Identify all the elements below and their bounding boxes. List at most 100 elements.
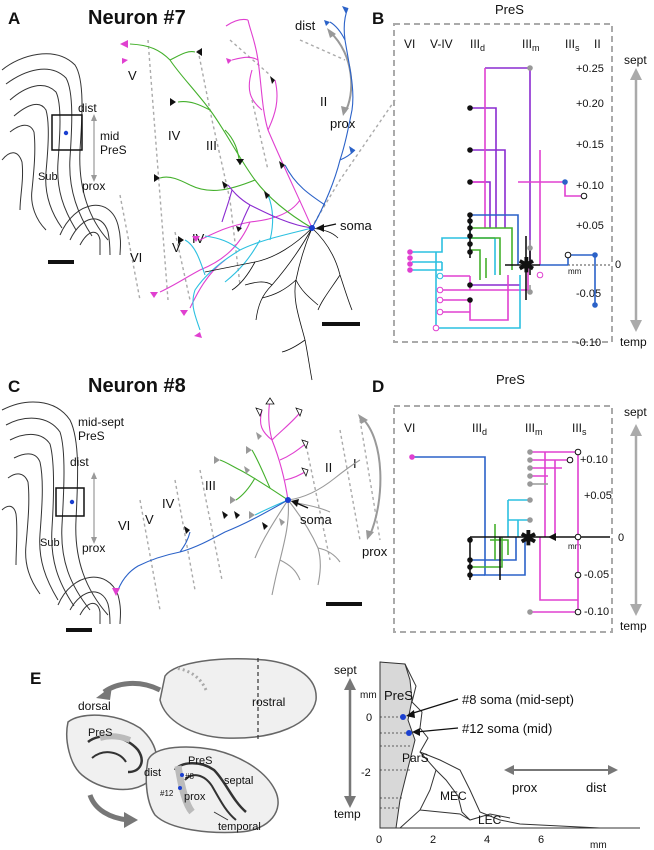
- neuron-8-blue-axon: [117, 499, 289, 591]
- panel-e-direction-prox: prox: [512, 780, 538, 795]
- panel-c-region-prox: prox: [82, 541, 105, 555]
- panel-a-direction-dist: dist: [295, 18, 316, 33]
- panel-d-tick-p010: +0.10: [580, 454, 608, 466]
- panel-b-label: B: [372, 9, 384, 28]
- panel-b-axis-temp: temp: [620, 335, 647, 349]
- panel-e-axis-temp: temp: [334, 807, 361, 821]
- panel-d-tick-0: 0: [618, 532, 624, 544]
- panel-a-layer-v-bottom: V: [172, 240, 181, 255]
- panel-c-soma-dot: [69, 499, 75, 505]
- panel-c-region-pres: PreS: [78, 429, 105, 443]
- panel-d: D PreS VI IIId IIIm IIIs +0.10 +0.05 0 m…: [372, 372, 647, 633]
- panel-a-layer-iv-top: IV: [168, 128, 181, 143]
- panel-c-curved-arrow: [361, 417, 382, 536]
- panel-e-section-prox: prox: [184, 791, 206, 803]
- panel-c-layer-vi: VI: [118, 518, 130, 533]
- panel-a-region-mid: mid: [100, 129, 119, 143]
- panel-e-section-n8: #8: [185, 772, 194, 781]
- panel-c-layer-ii: II: [325, 460, 332, 475]
- panel-b-tick-m010: -0.10: [576, 337, 601, 349]
- panel-c-layer-iv: IV: [162, 496, 175, 511]
- panel-e-dorsal-arrow: [102, 681, 162, 695]
- panel-a-region-sub: Sub: [38, 171, 58, 183]
- panel-b-layer-iii-s: IIIs: [565, 37, 580, 53]
- panel-c-hippocampus-sketch: mid-sept PreS dist Sub prox: [1, 401, 125, 632]
- panel-a-layer-vi: VI: [130, 250, 142, 265]
- panel-e-axis-sept: sept: [334, 663, 357, 677]
- panel-e-arrow-12: [415, 727, 459, 733]
- panel-a-layer-ii: II: [320, 94, 327, 109]
- panel-a-region-prox: prox: [82, 179, 105, 193]
- panel-e-region-pars: ParS: [402, 751, 429, 765]
- panel-d-tick-m010: -0.10: [584, 606, 609, 618]
- panel-d-unit: mm: [568, 542, 582, 551]
- panel-e-section-arrow: [87, 794, 129, 823]
- panel-c-direction-prox: prox: [362, 544, 388, 559]
- panel-e-ytick-m2: -2: [361, 767, 371, 779]
- panel-e-section-dot-12: [178, 786, 182, 790]
- panel-a-region-pres: PreS: [100, 143, 127, 157]
- panel-c-layer-iii: III: [205, 478, 216, 493]
- panel-c-label: C: [8, 377, 20, 396]
- panel-e-xtick-0: 0: [376, 834, 382, 846]
- panel-e-section-n12: #12: [160, 789, 174, 798]
- panel-e-xtick-6: 6: [538, 834, 544, 846]
- panel-e-mec-boundary: [419, 751, 601, 829]
- panel-b-layer-ii: II: [594, 37, 601, 51]
- neuron-7-reconstruction: [129, 7, 356, 381]
- panel-b-layer-iii-m: IIIm: [522, 37, 540, 53]
- neuron-7-magenta-axon: [159, 18, 313, 309]
- panel-d-header: PreS: [496, 372, 525, 387]
- panel-b-tick-p020: +0.20: [576, 98, 604, 110]
- panel-c-region-sub: Sub: [40, 537, 60, 549]
- panel-d-frame: [393, 405, 613, 633]
- panel-e-region-mec: MEC: [440, 789, 467, 803]
- panel-b-tick-p015: +0.15: [576, 139, 604, 151]
- panel-e-brain-dorsal: dorsal: [78, 699, 111, 713]
- panel-d-dendrogram: [412, 451, 610, 613]
- neuron-7-green-axon: [129, 43, 313, 229]
- panel-d-axon-origin-arrow: [548, 533, 556, 541]
- panel-e-brain-hippocampus: [175, 666, 208, 691]
- panel-c-title: Neuron #8: [88, 375, 186, 397]
- neuron-8-dendrites: [254, 459, 361, 596]
- panel-e-direction-dist: dist: [586, 780, 607, 795]
- panel-d-label: D: [372, 377, 384, 396]
- panel-a-soma-dot: [63, 130, 69, 136]
- panel-b-tick-p010: +0.10: [576, 180, 604, 192]
- neuron-8-magenta-axon: [259, 399, 309, 501]
- panel-b-tick-m005: -0.05: [576, 288, 601, 300]
- panel-c-region-dist: dist: [70, 455, 89, 469]
- panel-e-xtick-2: 2: [430, 834, 436, 846]
- panel-e-section-dist: dist: [144, 767, 161, 779]
- panel-e: E rostral dorsal PreS dist PreS #8 #12 p…: [30, 658, 640, 850]
- panel-d-layer-iii-s: IIIs: [572, 421, 587, 437]
- panel-b-terminals: [407, 65, 598, 332]
- panel-e-brain-rostral: rostral: [252, 695, 285, 709]
- panel-a-curved-arrow: [329, 31, 353, 113]
- panel-e-soma-12: [406, 730, 412, 736]
- panel-e-section-septal: septal: [224, 775, 253, 787]
- panel-b-tick-p005: +0.05: [576, 220, 604, 232]
- panel-a-direction-prox: prox: [330, 116, 356, 131]
- panel-d-layer-vi: VI: [404, 421, 415, 435]
- panel-a-region-box: [51, 114, 83, 151]
- panel-e-pres-region: [379, 661, 416, 829]
- panel-e-xtick-4: 4: [484, 834, 490, 846]
- panel-e-label: E: [30, 669, 41, 688]
- panel-c-region-box: [55, 487, 85, 517]
- neuron-7-dendrites: [204, 227, 353, 381]
- panel-a: A Neuron #7 dist mid PreS Sub prox: [1, 6, 396, 381]
- panel-d-soma-mark: ✱: [520, 528, 537, 550]
- panel-b-tick-0: 0: [615, 259, 621, 271]
- panel-e-section-temporal: temporal: [218, 821, 261, 833]
- panel-b-layer-v-iv: V-IV: [430, 37, 453, 51]
- panel-c-soma-label: soma: [300, 512, 333, 527]
- panel-d-axis-sept: sept: [624, 405, 647, 419]
- neuron-8-terminal-markers: [112, 397, 309, 596]
- panel-a-title: Neuron #7: [88, 7, 186, 29]
- panel-a-layer-v-top: V: [128, 68, 137, 83]
- panel-c-layer-v: V: [145, 512, 154, 527]
- panel-e-region-lec: LEC: [478, 813, 502, 827]
